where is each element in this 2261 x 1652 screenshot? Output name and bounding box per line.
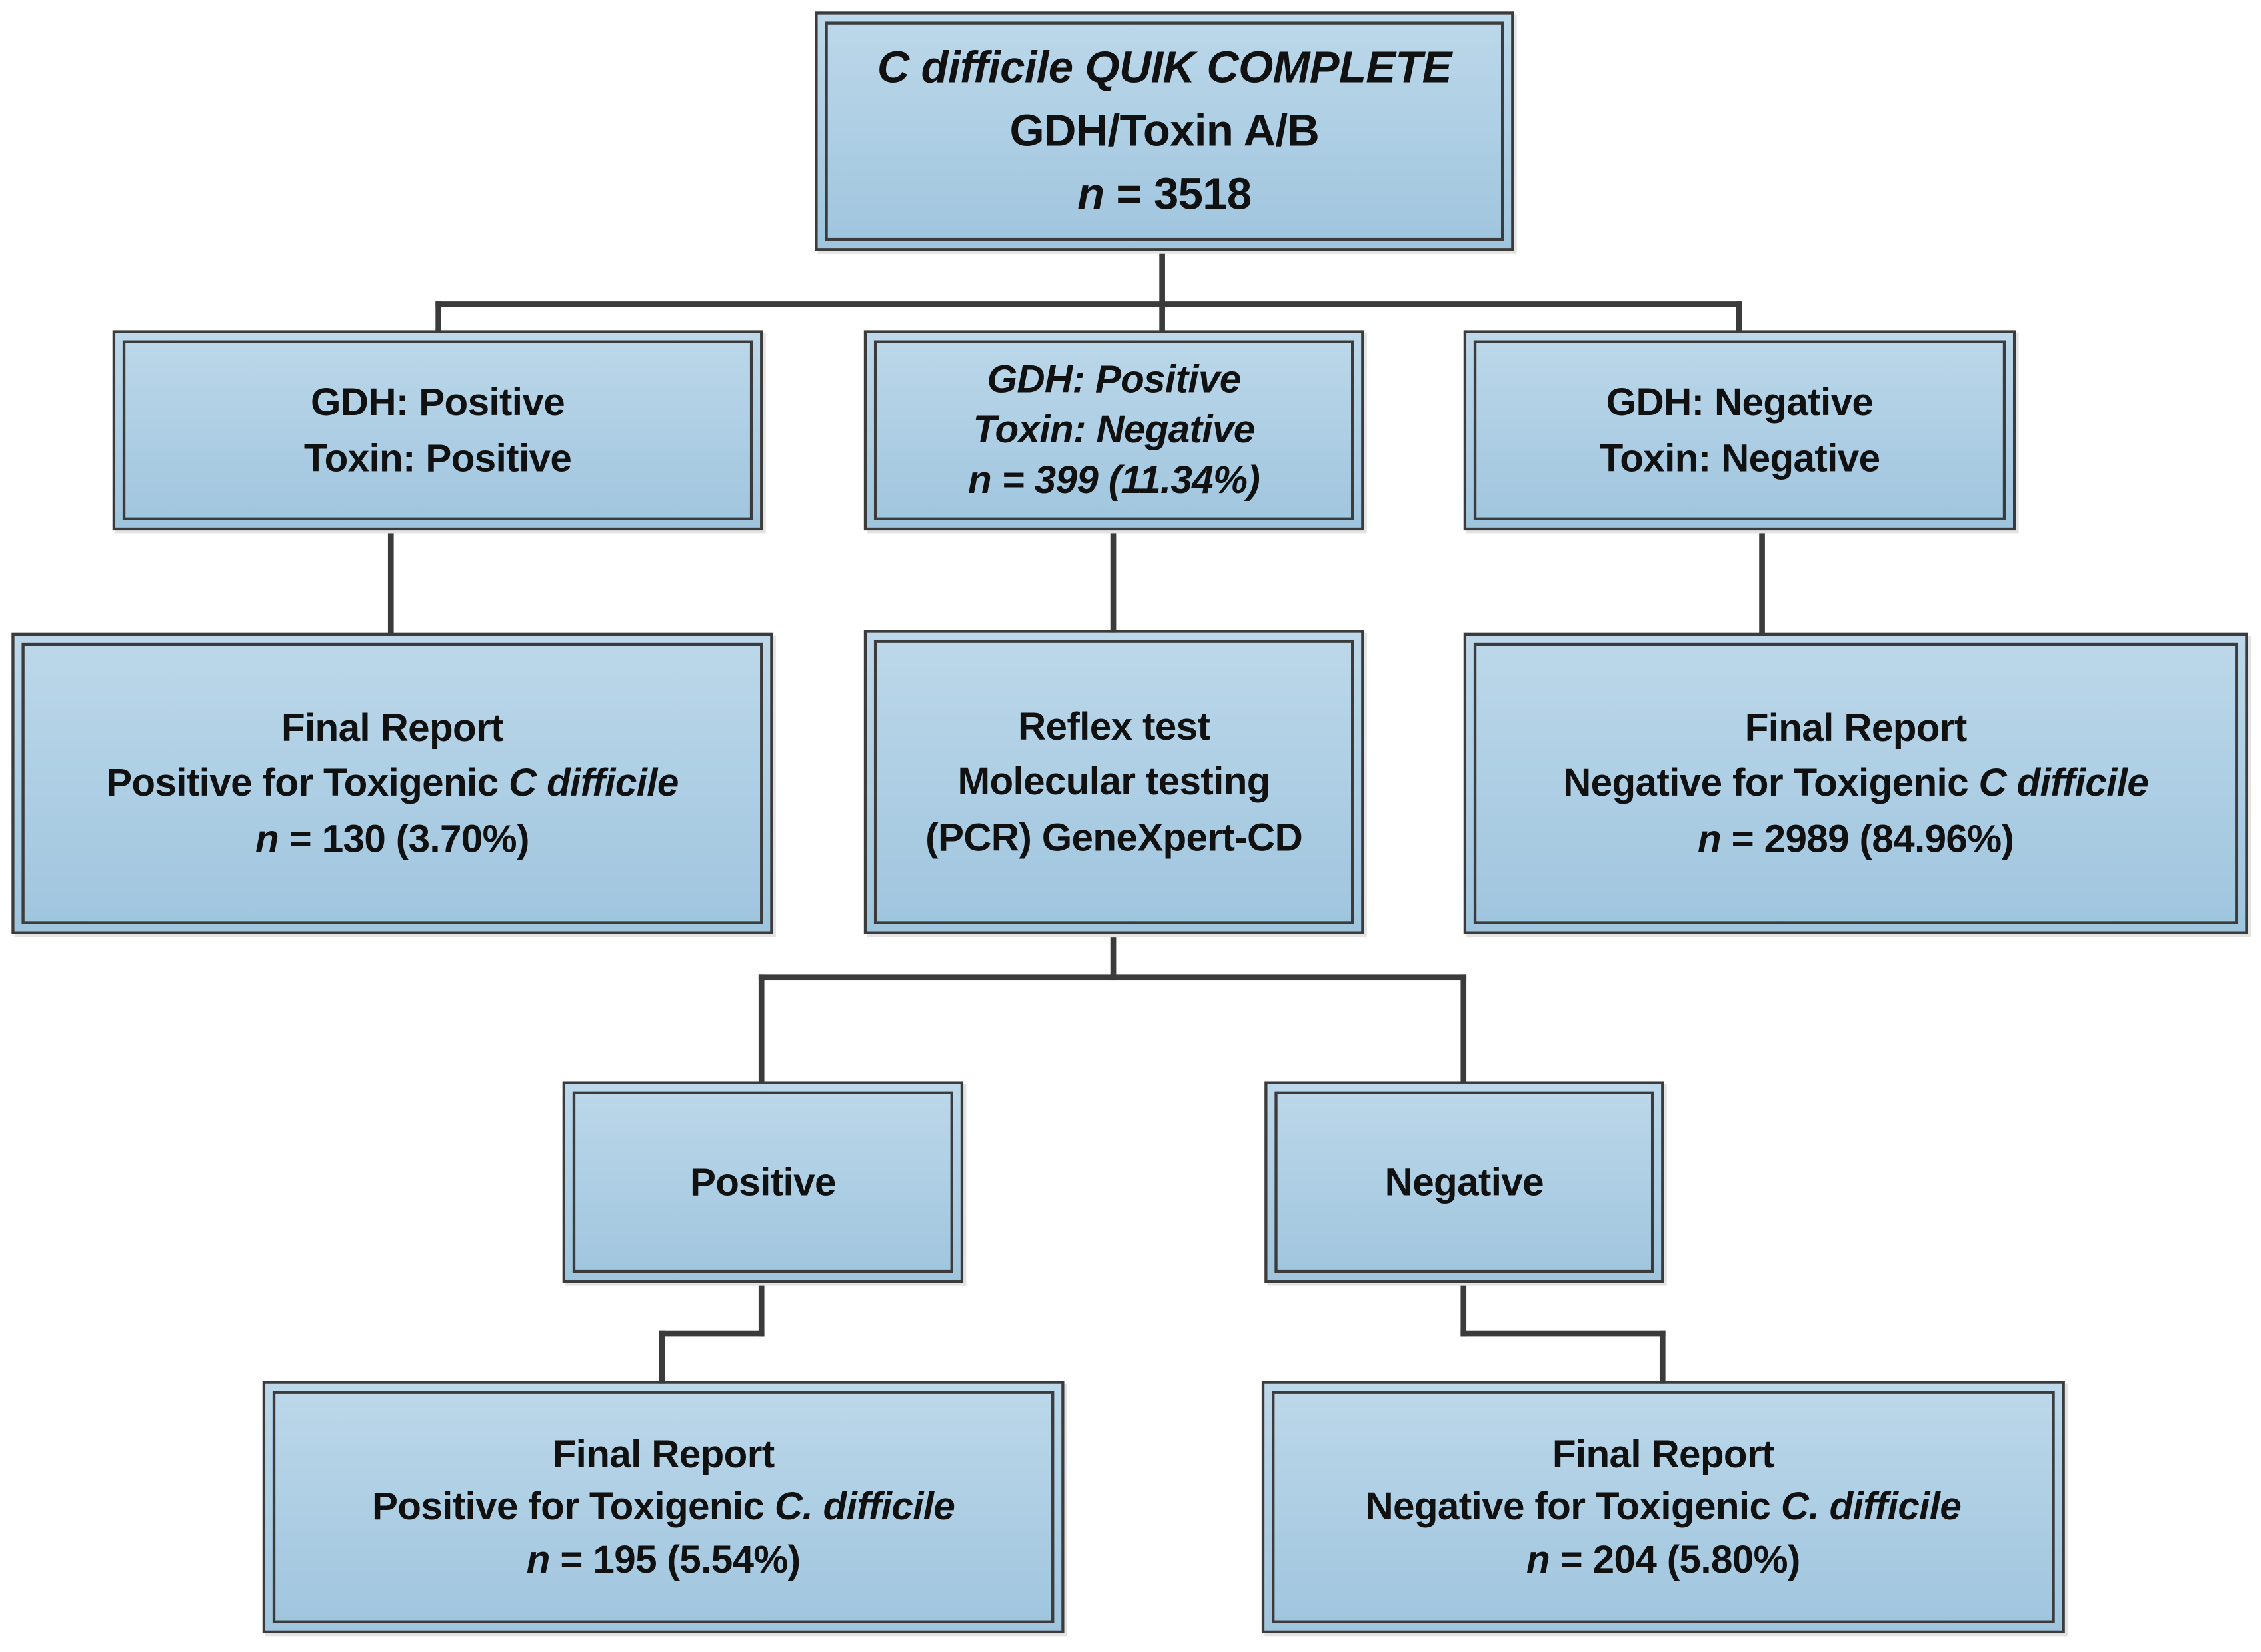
connector [1736, 301, 1742, 333]
count: n = 399 (11.34%) [968, 458, 1260, 502]
report-result: Positive for Toxigenic C. difficile [371, 1485, 955, 1529]
gdh-result: GDH: Negative [1606, 381, 1874, 424]
gdh-pos-toxin-pos-box: GDH: Positive Toxin: Positive [112, 330, 763, 531]
gdh-result: GDH: Positive [311, 381, 565, 424]
connector [758, 974, 1467, 981]
reflex-assay: (PCR) GeneXpert-CD [925, 815, 1303, 859]
report-title: Final Report [281, 706, 504, 750]
root-subtitle: GDH/Toxin A/B [1009, 105, 1320, 156]
final-report-negative-box: Final Report Negative for Toxigenic C di… [1463, 632, 2248, 934]
connector [659, 1330, 765, 1337]
final-report-pcr-positive-box: Final Report Positive for Toxigenic C. d… [262, 1381, 1065, 1634]
connector [435, 301, 1742, 307]
report-result: Negative for Toxigenic C difficile [1563, 761, 2149, 805]
root-title: C difficile QUIK COMPLETE [877, 41, 1452, 93]
final-report-pcr-negative-box: Final Report Negative for Toxigenic C. d… [1261, 1381, 2065, 1634]
pcr-negative-box: Negative [1264, 1081, 1664, 1283]
count: n = 204 (5.80%) [1526, 1537, 1800, 1581]
root-count: n = 3518 [1077, 169, 1252, 219]
connector [1460, 1281, 1467, 1337]
connector [1659, 1330, 1666, 1384]
pcr-positive-box: Positive [562, 1081, 964, 1283]
reflex-method: Molecular testing [957, 760, 1270, 804]
report-title: Final Report [1744, 706, 1968, 750]
pcr-negative-label: Negative [1384, 1160, 1544, 1204]
root-box: C difficile QUIK COMPLETE GDH/Toxin A/B … [815, 11, 1514, 251]
count: n = 130 (3.70%) [255, 816, 529, 860]
connector [1110, 528, 1117, 633]
connector [659, 1330, 665, 1384]
connector [758, 1281, 765, 1337]
reflex-test-box: Reflex test Molecular testing (PCR) Gene… [863, 630, 1364, 934]
gdh-result: GDH: Positive [987, 357, 1242, 401]
connector [1159, 249, 1165, 333]
gdh-neg-toxin-neg-box: GDH: Negative Toxin: Negative [1463, 330, 2016, 531]
count: n = 195 (5.54%) [526, 1537, 801, 1581]
connector [1460, 974, 1467, 1084]
count: n = 2989 (84.96%) [1697, 816, 2014, 860]
toxin-result: Toxin: Negative [1599, 436, 1881, 480]
connector [435, 301, 441, 333]
connector [1460, 1330, 1666, 1337]
report-result: Negative for Toxigenic C. difficile [1365, 1485, 1962, 1529]
connector [1759, 528, 1765, 636]
toxin-result: Toxin: Positive [303, 436, 572, 480]
connector [1110, 932, 1117, 981]
final-report-positive-box: Final Report Positive for Toxigenic C di… [11, 632, 773, 934]
pcr-positive-label: Positive [689, 1160, 836, 1204]
toxin-result: Toxin: Negative [973, 408, 1256, 452]
reflex-title: Reflex test [1017, 704, 1210, 748]
connector [387, 528, 394, 636]
report-title: Final Report [552, 1432, 775, 1476]
connector [758, 974, 765, 1084]
report-title: Final Report [1552, 1432, 1775, 1476]
gdh-pos-toxin-neg-box: GDH: Positive Toxin: Negative n = 399 (1… [863, 330, 1364, 531]
report-result: Positive for Toxigenic C difficile [106, 761, 679, 805]
